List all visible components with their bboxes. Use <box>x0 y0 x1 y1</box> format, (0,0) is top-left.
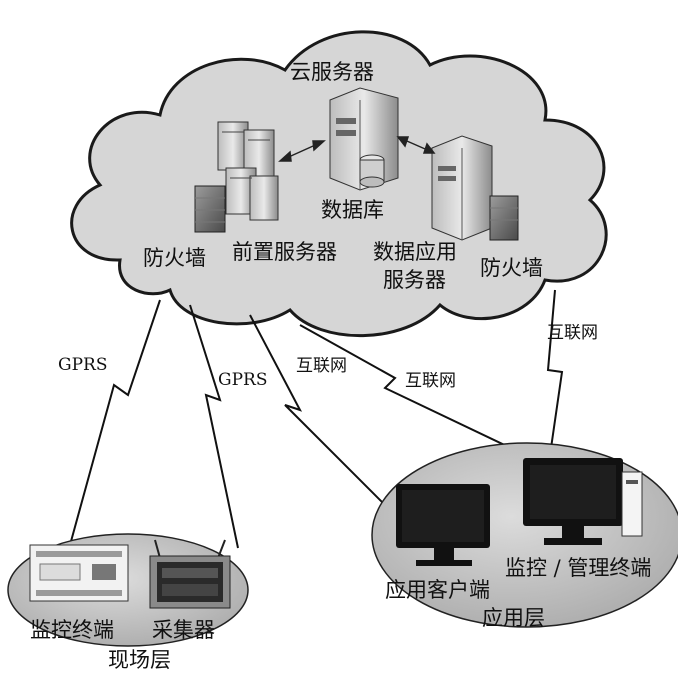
link-front-database <box>278 140 326 162</box>
internet-label-c: 互联网 <box>547 323 598 343</box>
front-server-icon <box>217 121 279 221</box>
gprs-left-label: GPRS <box>58 355 108 375</box>
monitor-terminal-label: 监控终端 <box>30 618 114 642</box>
cloud-shape <box>70 30 608 338</box>
firewall-right-label: 防火墙 <box>480 256 543 280</box>
firewall-left-label: 防火墙 <box>143 246 206 270</box>
database-label: 数据库 <box>321 198 384 222</box>
internet-link-right <box>546 289 564 456</box>
data-app-server-icon <box>431 135 493 241</box>
monitor-terminal-device-icon <box>29 544 129 602</box>
database-server-icon <box>329 87 399 191</box>
internet-label-a: 互联网 <box>296 356 347 376</box>
firewall-right-icon <box>489 195 519 241</box>
cloud-title: 云服务器 <box>290 60 374 84</box>
collector-label: 采集器 <box>152 618 215 642</box>
data-app-server-label-line2: 服务器 <box>383 268 446 292</box>
front-server-label: 前置服务器 <box>232 240 337 264</box>
gprs-right-label: GPRS <box>218 370 268 390</box>
internet-label-b: 互联网 <box>405 371 456 391</box>
application-layer-label: 应用层 <box>482 606 545 630</box>
client-monitor-icon <box>396 484 490 566</box>
gprs-link-left <box>69 299 161 546</box>
client-label: 应用客户端 <box>385 578 490 602</box>
link-database-appserver <box>396 136 436 154</box>
manage-terminal-icon <box>523 458 643 545</box>
firewall-left-icon <box>194 185 226 233</box>
field-layer-label: 现场层 <box>108 648 171 672</box>
internet-link-manage <box>299 324 516 451</box>
manage-terminal-label: 监控 / 管理终端 <box>505 556 652 580</box>
collector-device-icon <box>149 539 231 609</box>
data-app-server-label-line1: 数据应用 <box>373 240 457 264</box>
gprs-link-right <box>189 304 239 549</box>
internet-link-client <box>249 314 386 506</box>
